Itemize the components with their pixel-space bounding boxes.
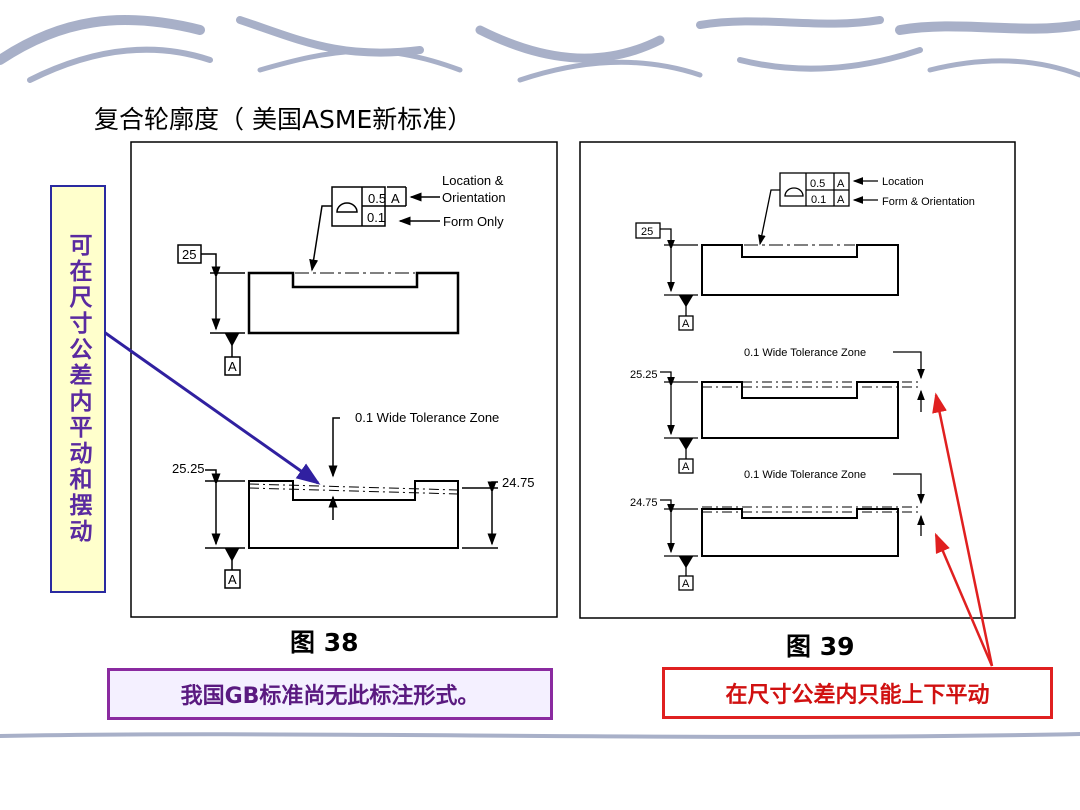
header-decoration <box>0 15 1080 739</box>
blue-callout-arrow <box>103 330 321 485</box>
figure-38-labels: 0.5 A 0.1 Location & Orientation Form On… <box>172 173 535 587</box>
fcf-upper-value: 0.5 <box>810 178 825 190</box>
fcf-upper-value: 0.5 <box>368 191 386 206</box>
label-orientation: Orientation <box>442 190 506 205</box>
figure-39-labels: 0.5 A 0.1 A Location Form & Orientation … <box>630 176 975 590</box>
label-location: Location <box>882 176 924 188</box>
translation-only-note: 在尺寸公差内只能上下平动 <box>662 667 1053 719</box>
fcf-lower-value: 0.1 <box>367 210 385 225</box>
red-callout-arrow-upper <box>932 392 994 667</box>
gb-standard-note: 我国GB标准尚无此标注形式。 <box>107 668 553 720</box>
dim-min: 24.75 <box>502 475 535 490</box>
datum-a-mid: A <box>682 461 690 473</box>
zone-label-lower: 0.1 Wide Tolerance Zone <box>744 469 866 481</box>
dim-min: 24.75 <box>630 497 658 509</box>
dim-basic: 25 <box>182 247 196 262</box>
figure-38-caption: 图 38 <box>290 628 359 657</box>
figure-38-panel <box>130 141 558 618</box>
label-location: Location & <box>442 173 504 188</box>
side-note-text: 可在尺寸公差内平动和摆动 <box>65 233 91 545</box>
side-note-box: 可在尺寸公差内平动和摆动 <box>50 185 106 593</box>
profile-surface-icon <box>336 202 358 213</box>
zone-label: 0.1 Wide Tolerance Zone <box>355 410 499 425</box>
profile-surface-icon <box>784 187 804 197</box>
dim-max: 25.25 <box>630 369 658 381</box>
dim-basic: 25 <box>641 226 653 238</box>
datum-a-lower: A <box>682 578 690 590</box>
fcf-datum-lower: A <box>837 194 845 206</box>
red-callout-arrow-lower <box>934 532 994 667</box>
fcf-datum-upper: A <box>837 178 845 190</box>
figure-39-caption: 图 39 <box>786 632 855 661</box>
dim-max: 25.25 <box>172 461 205 476</box>
fcf-lower-value: 0.1 <box>811 194 826 206</box>
slide-title: 复合轮廓度（ 美国ASME新标准） <box>94 105 473 134</box>
zone-label-upper: 0.1 Wide Tolerance Zone <box>744 347 866 359</box>
fcf-datum: A <box>391 191 400 206</box>
label-form-only: Form Only <box>443 214 504 229</box>
figure-39-drawing <box>635 172 925 591</box>
figure-38-drawing <box>177 186 498 589</box>
datum-a: A <box>228 359 237 374</box>
datum-a: A <box>682 318 690 330</box>
datum-a-lower: A <box>228 572 237 587</box>
label-form-orientation: Form & Orientation <box>882 196 975 208</box>
